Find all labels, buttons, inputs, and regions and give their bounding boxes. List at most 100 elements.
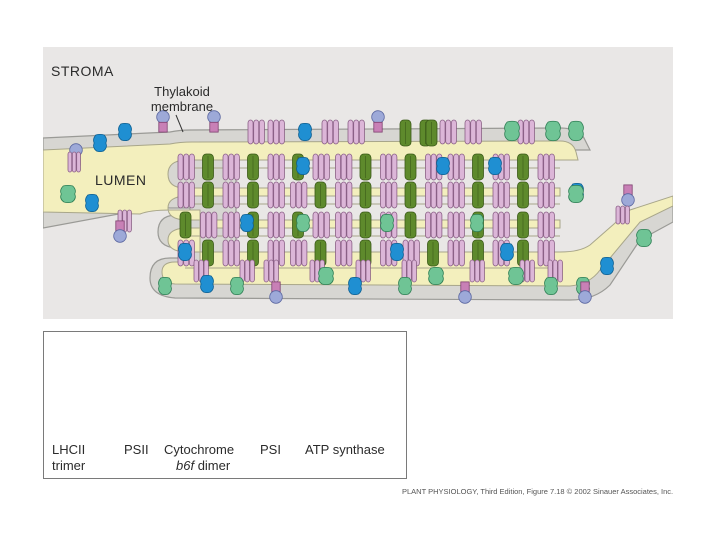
psii-complex [427, 239, 439, 267]
legend-psii-text: PSII [124, 442, 149, 457]
legend-psi-text: PSI [260, 442, 281, 457]
lhcii-trimer [67, 151, 81, 173]
cytochrome-b6f-dimer [85, 193, 99, 213]
lhcii-trimer [267, 211, 285, 239]
psii-complex [359, 211, 372, 239]
legend-label-cytochrome: Cytochrome b6f dimer [164, 442, 234, 474]
membrane-leader-line [175, 114, 184, 133]
psi-complex [380, 213, 394, 233]
psi-complex [636, 228, 652, 248]
legend-cyt-dimer: dimer [194, 458, 231, 473]
legend-atp-text: ATP synthase [305, 442, 385, 457]
lhcii-trimer [312, 211, 330, 239]
lhcii-trimer [263, 259, 279, 283]
lhcii-trimer [537, 153, 555, 181]
psii-complex [247, 239, 259, 267]
lhcii-trimer [439, 119, 457, 145]
figure-credit: PLANT PHYSIOLOGY, Third Edition, Figure … [402, 487, 673, 496]
atp-synthase [113, 220, 127, 243]
cytochrome-b6f-dimer [240, 213, 254, 233]
legend-box [43, 331, 407, 479]
lhcii-trimer [537, 211, 555, 239]
psii-complex [404, 153, 417, 181]
lhcii-trimer [547, 259, 563, 283]
lhcii-trimer [247, 119, 265, 145]
psii-complex [359, 153, 372, 181]
cytochrome-b6f-dimer [118, 122, 132, 142]
atp-synthase [458, 281, 472, 304]
lhcii-trimer [222, 239, 240, 267]
psii-complex [404, 181, 417, 209]
lhcii-trimer [267, 119, 285, 145]
lhcii-trimer [402, 239, 420, 267]
cytochrome-b6f-dimer [93, 133, 107, 153]
legend-cyt-line2: b6f dimer [164, 458, 234, 474]
psi-complex [545, 120, 561, 142]
lhcii-trimer [464, 119, 482, 145]
membrane-proteins [60, 110, 652, 304]
cytochrome-b6f-dimer [488, 156, 502, 176]
lhcii-trimer [335, 211, 353, 239]
lhcii-trimer [177, 181, 195, 209]
cytochrome-b6f-dimer [298, 122, 312, 142]
lhcii-trimer [347, 119, 365, 145]
lhcii-trimer [335, 239, 353, 267]
lhcii-trimer [425, 211, 443, 239]
lhcii-trimer [517, 119, 535, 145]
lhcii-trimer [380, 153, 398, 181]
psii-complex [247, 181, 259, 209]
lhcii-trimer [267, 153, 285, 181]
psi-complex [470, 213, 484, 233]
lhcii-trimer [537, 181, 555, 209]
psi-complex [508, 266, 524, 286]
lhcii-trimer [447, 181, 465, 209]
psii-complex [404, 211, 417, 239]
lhcii-trimer [267, 239, 285, 267]
atp-synthase [371, 110, 385, 133]
membrane-label-line2: membrane [150, 99, 214, 114]
lhcii-trimer [267, 181, 285, 209]
lumen-label: LUMEN [95, 172, 147, 188]
lhcii-trimer [447, 153, 465, 181]
psii-complex [247, 153, 259, 181]
lhcii-trimer [447, 239, 465, 267]
cytochrome-b6f-dimer [390, 242, 404, 262]
psi-complex [230, 276, 244, 296]
lhcii-trimer [290, 239, 308, 267]
atp-synthase [578, 281, 592, 304]
legend-cyt-b6f: b6f [176, 458, 195, 473]
lhcii-trimer [615, 205, 630, 225]
legend-label-psii: PSII [124, 442, 149, 458]
psii-complex [472, 153, 484, 181]
psi-complex [318, 266, 334, 286]
atp-synthase [621, 184, 635, 207]
psii-complex [179, 211, 192, 239]
lhcii-trimer [222, 211, 240, 239]
legend-lhcii-line2: trimer [52, 458, 86, 473]
psi-complex [504, 120, 520, 142]
psi-complex [158, 276, 172, 296]
credit-rest: , Third Edition, Figure 7.18 © 2002 Sina… [476, 487, 674, 496]
psii-complex [517, 211, 529, 239]
lhcii-trimer [200, 211, 218, 239]
psii-complex [425, 119, 438, 147]
legend-label-psi: PSI [260, 442, 281, 458]
cytochrome-b6f-dimer [200, 274, 214, 294]
membrane-label-line1: Thylakoid [154, 84, 210, 99]
psii-complex [472, 181, 484, 209]
lhcii-trimer [492, 181, 510, 209]
lhcii-trimer [321, 119, 339, 145]
psi-complex [398, 276, 412, 296]
psii-complex [359, 181, 372, 209]
psi-complex [296, 213, 310, 233]
lhcii-trimer [239, 259, 255, 283]
atp-synthase [269, 281, 283, 304]
lhcii-trimer [177, 153, 195, 181]
psii-complex [202, 181, 214, 209]
psi-complex [428, 266, 444, 286]
cytochrome-b6f-dimer [348, 276, 362, 296]
lhcii-trimer [492, 211, 510, 239]
cytochrome-b6f-dimer [600, 256, 614, 276]
lhcii-trimer [335, 153, 353, 181]
stroma-label: STROMA [51, 63, 114, 79]
